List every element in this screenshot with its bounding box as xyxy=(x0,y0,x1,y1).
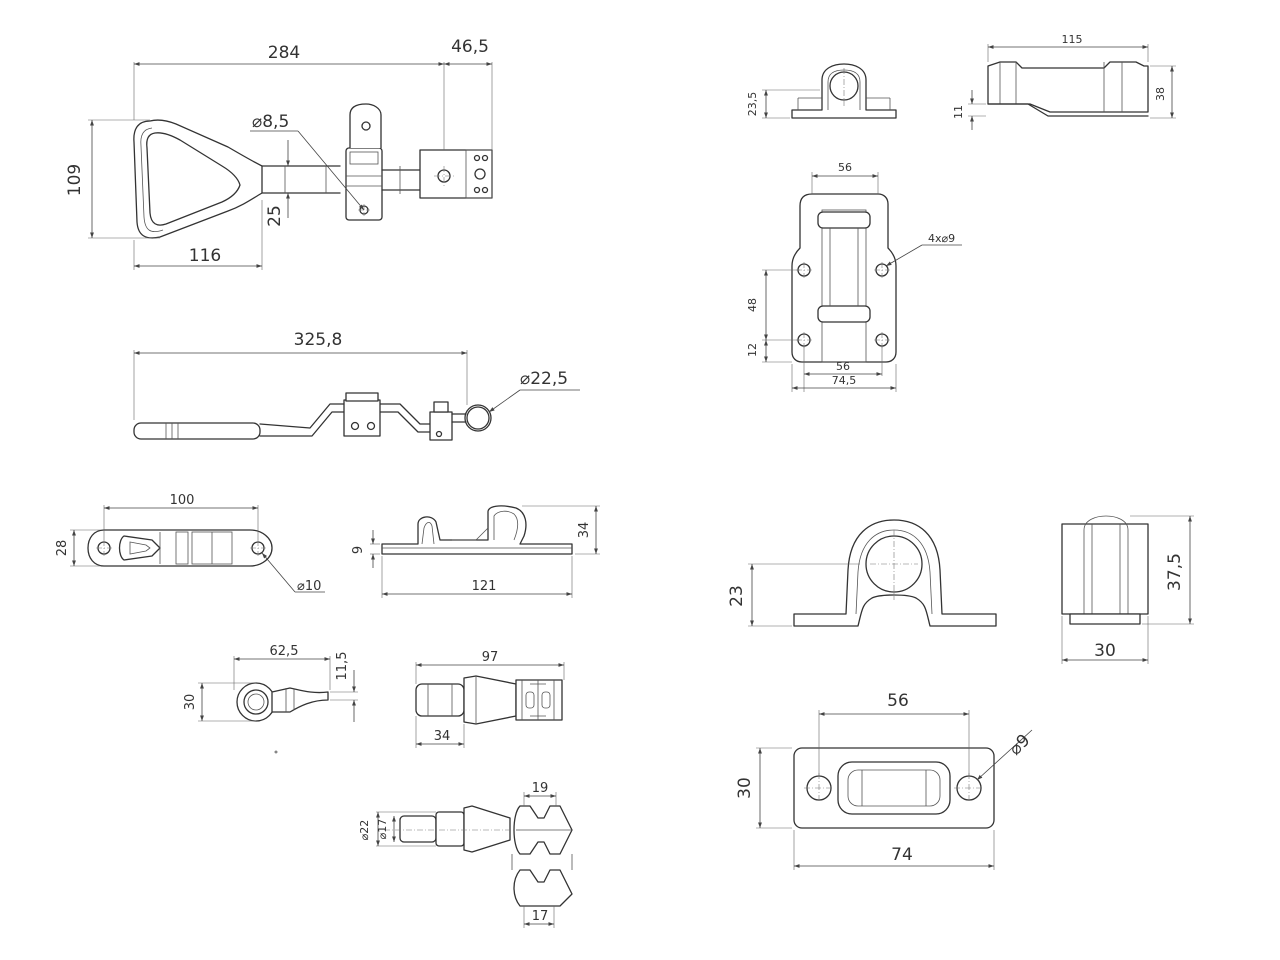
dim-115: 115 xyxy=(1062,33,1083,46)
dim-56-holes: 56 xyxy=(836,360,850,373)
dim-109: 109 xyxy=(65,164,85,196)
catch-plate-top-view: 100 28 ⌀10 xyxy=(55,493,325,594)
handle-latch-top-view: 284 46,5 ⌀8,5 109 25 116 xyxy=(65,37,493,270)
handle-latch-side-view: 325,8 ⌀22,5 xyxy=(133,330,580,441)
dim-28: 28 xyxy=(55,540,70,557)
dim-23: 23 xyxy=(727,585,747,607)
catch-plate-side-view: 9 34 121 xyxy=(351,505,600,598)
saddle-clamp-side-view: 37,5 30 xyxy=(1061,515,1194,664)
dim-9: 9 xyxy=(351,546,366,554)
dim-12: 12 xyxy=(746,343,759,357)
dim-23-5: 23,5 xyxy=(746,92,759,117)
bracket-plate-top-view: 56 4x⌀9 48 12 56 74,5 xyxy=(746,161,962,392)
dim-11: 11 xyxy=(952,105,965,119)
small-bracket-front-view: 23,5 xyxy=(746,63,897,119)
dim-56-top: 56 xyxy=(838,161,852,174)
dim-diameter-17: ⌀17 xyxy=(376,819,389,840)
saddle-clamp-top-view: 56 ⌀9 30 74 xyxy=(735,691,1034,870)
dim-30-eye: 30 xyxy=(183,694,198,711)
dim-11-5: 11,5 xyxy=(335,652,350,681)
dim-25: 25 xyxy=(265,205,285,227)
eye-bolt-view: 62,5 30 11,5 xyxy=(183,644,358,754)
dim-30-side: 30 xyxy=(1094,641,1116,661)
barrel-top-view: 97 34 xyxy=(415,650,565,748)
dim-97: 97 xyxy=(482,650,499,665)
dim-17: 17 xyxy=(532,909,549,924)
dim-74-5: 74,5 xyxy=(832,374,857,387)
dim-56-saddle: 56 xyxy=(887,691,909,711)
dim-diameter-22: ⌀22 xyxy=(358,820,371,841)
dim-74: 74 xyxy=(891,845,913,865)
dim-121: 121 xyxy=(472,579,497,594)
dim-34-barrel: 34 xyxy=(434,729,451,744)
dim-325-8: 325,8 xyxy=(294,330,343,350)
dim-284: 284 xyxy=(268,43,300,63)
dim-diameter-22-5: ⌀22,5 xyxy=(520,369,568,389)
saddle-clamp-front-view: 23 xyxy=(727,519,997,627)
dim-100: 100 xyxy=(170,493,195,508)
dim-116: 116 xyxy=(189,246,221,266)
small-bracket-side-view: 115 38 11 xyxy=(952,33,1176,130)
dim-diameter-9: ⌀9 xyxy=(1005,730,1034,759)
dim-diameter-10: ⌀10 xyxy=(297,579,321,594)
dim-4x-diameter-9: 4x⌀9 xyxy=(928,232,955,245)
dim-diameter-8-5: ⌀8,5 xyxy=(252,112,289,132)
dim-34: 34 xyxy=(577,522,592,539)
barrel-side-view: ⌀22 ⌀17 19 17 xyxy=(358,781,573,928)
dim-30-top: 30 xyxy=(735,777,755,799)
dim-19: 19 xyxy=(532,781,549,796)
dim-62-5: 62,5 xyxy=(270,644,299,659)
dim-37-5: 37,5 xyxy=(1165,553,1185,591)
dim-48: 48 xyxy=(746,298,759,312)
dim-38: 38 xyxy=(1154,87,1167,101)
dim-46-5: 46,5 xyxy=(451,37,489,57)
